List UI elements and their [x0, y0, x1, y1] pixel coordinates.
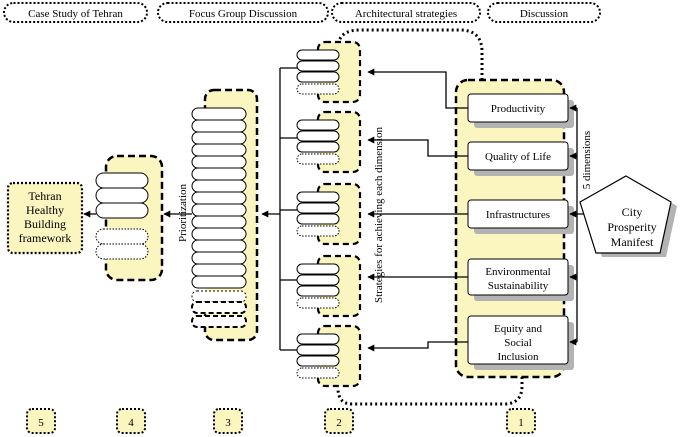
manifest-label-line1: City	[622, 205, 643, 219]
dimension-equity-social-inclusion: Equity and Social Inclusion	[467, 315, 574, 370]
manifest-label-line2: Prosperity	[607, 220, 656, 234]
strategy-group-5	[296, 324, 362, 388]
header-case-study-label: Case Study of Tehran	[28, 8, 123, 20]
step-badge-4-label: 4	[128, 417, 134, 429]
dimension-productivity-label: Productivity	[491, 103, 546, 115]
dimension-environmental-label-line1: Environmental	[485, 266, 550, 278]
dimension-environmental-label-line2: Sustainability	[488, 280, 549, 292]
step-badge-5: 5	[26, 408, 56, 434]
header-row: Case Study of Tehran Focus Group Discuss…	[3, 2, 601, 23]
prioritization-panel	[191, 88, 259, 342]
strategy-group-3	[296, 182, 362, 246]
step-badge-3: 3	[213, 408, 243, 434]
header-architectural-strategies-label: Architectural strategies	[355, 8, 457, 20]
manifest-label-line3: Manifest	[611, 235, 654, 249]
dimension-equity-label-line3: Inclusion	[498, 351, 539, 363]
header-discussion: Discussion	[487, 2, 601, 23]
step-badge-3-label: 3	[225, 417, 231, 429]
tehran-framework-box: Tehran Healthy Building framework	[6, 181, 84, 255]
focus-group-panel	[95, 154, 164, 282]
strategy-group-4	[296, 254, 362, 318]
dimension-infrastructures-label: Infrastructures	[486, 209, 550, 221]
strategy-group-2	[296, 110, 362, 174]
strategy-group-1	[296, 40, 362, 104]
dimension-equity-label-line2: Social	[504, 337, 532, 349]
header-focus-group: Focus Group Discussion	[157, 2, 329, 23]
dimension-productivity: Productivity	[467, 93, 574, 128]
framework-label-line4: framework	[19, 231, 72, 245]
city-prosperity-manifest: City Prosperity Manifest	[579, 175, 677, 257]
header-discussion-label: Discussion	[520, 8, 569, 20]
framework-label-line1: Tehran	[28, 189, 61, 203]
step-badge-2-label: 2	[336, 417, 342, 429]
step-badge-5-label: 5	[38, 417, 44, 429]
dimension-environmental-sustainability: Environmental Sustainability	[467, 258, 574, 301]
dimension-to-strategy-arrows	[367, 68, 468, 352]
feedback-loop-top	[336, 28, 484, 80]
step-badge-1-label: 1	[518, 417, 524, 429]
prioritization-label: Prioritization	[177, 183, 189, 242]
step-badge-1: 1	[506, 408, 536, 434]
feedback-loop-bottom	[336, 372, 524, 406]
step-badge-2: 2	[324, 408, 354, 434]
header-architectural-strategies: Architectural strategies	[331, 2, 481, 23]
framework-label-line2: Healthy	[26, 203, 64, 217]
dimension-equity-label-line1: Equity and	[494, 323, 542, 335]
dimension-quality-of-life: Quality of Life	[467, 141, 574, 176]
dimension-infrastructures: Infrastructures	[467, 199, 574, 234]
dimension-quality-of-life-label: Quality of Life	[485, 151, 551, 163]
framework-label-line3: Building	[24, 217, 66, 231]
five-dimensions-label: 5 dimensions	[581, 131, 593, 189]
strategies-label: Strategies for achieving each dimension	[373, 127, 385, 303]
header-focus-group-label: Focus Group Discussion	[189, 8, 298, 20]
step-badge-4: 4	[116, 408, 146, 434]
header-case-study: Case Study of Tehran	[3, 2, 148, 23]
strategy-to-prioritization-bracket	[261, 67, 297, 351]
